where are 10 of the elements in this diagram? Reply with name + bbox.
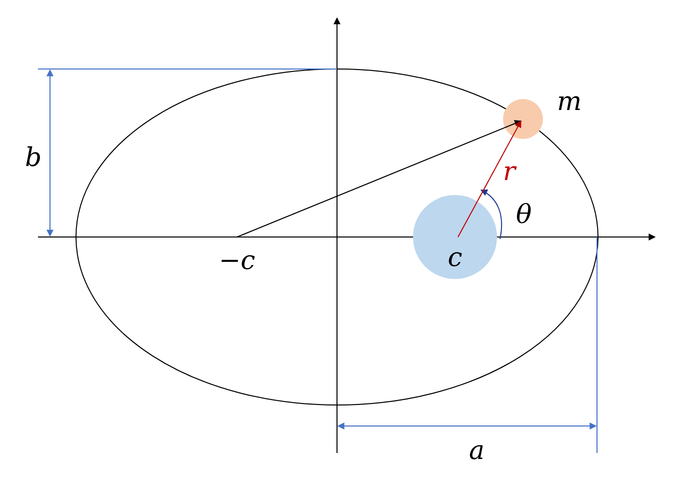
- mass-circle: [503, 99, 543, 139]
- arrow: [458, 120, 522, 238]
- focus-circle: c: [413, 195, 497, 279]
- edge-label: r: [503, 157, 516, 187]
- angle-label: θ: [516, 200, 532, 230]
- arrow: [236, 120, 522, 238]
- dimension-label: b: [25, 143, 42, 173]
- mass-label: m: [557, 87, 582, 117]
- focus-label: −c: [212, 246, 262, 278]
- dimension-label: a: [469, 436, 485, 466]
